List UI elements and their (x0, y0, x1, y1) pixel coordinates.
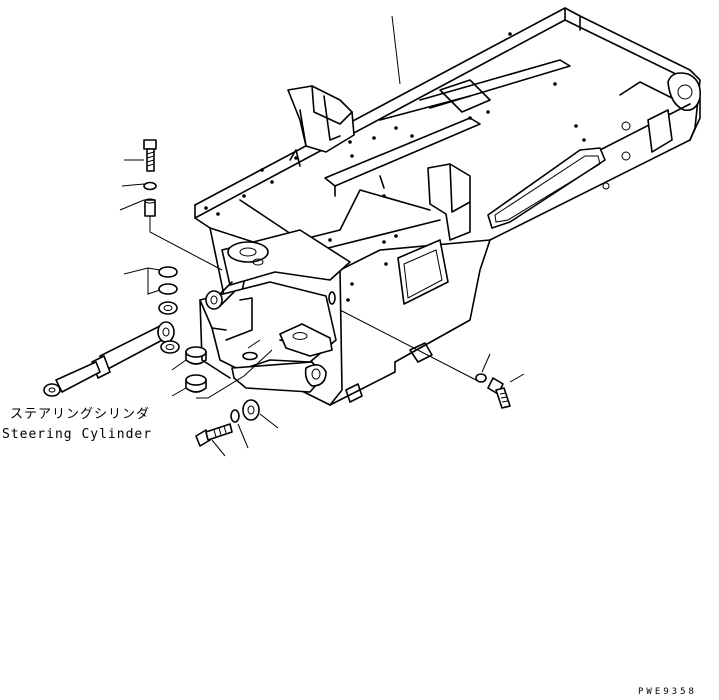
washer-bottom (230, 409, 240, 423)
washer-1 (158, 266, 178, 278)
hardware (143, 139, 511, 447)
leader-lines (119, 15, 525, 457)
spacer-top (144, 198, 156, 217)
bolt-top (143, 139, 157, 172)
drawing-code: PWE9358 (638, 687, 697, 697)
washer-4 (160, 340, 180, 354)
washer-top (143, 181, 157, 191)
washer-3 (158, 301, 178, 315)
frame-holes (204, 32, 586, 302)
washer-right (475, 373, 487, 383)
spacer-bottom (242, 399, 260, 421)
rear-frame (194, 7, 702, 406)
label-steering-cylinder-jp: ステアリングシリンダ (10, 407, 150, 422)
label-steering-cylinder-en: Steering Cylinder (2, 427, 152, 442)
bushing-1 (185, 346, 207, 365)
washer-2 (158, 283, 178, 295)
bushing-2 (185, 374, 207, 393)
pin-upper (205, 281, 235, 310)
steering-cylinder (43, 321, 175, 397)
bolt-right (487, 377, 511, 409)
bolt-bottom (195, 423, 233, 447)
